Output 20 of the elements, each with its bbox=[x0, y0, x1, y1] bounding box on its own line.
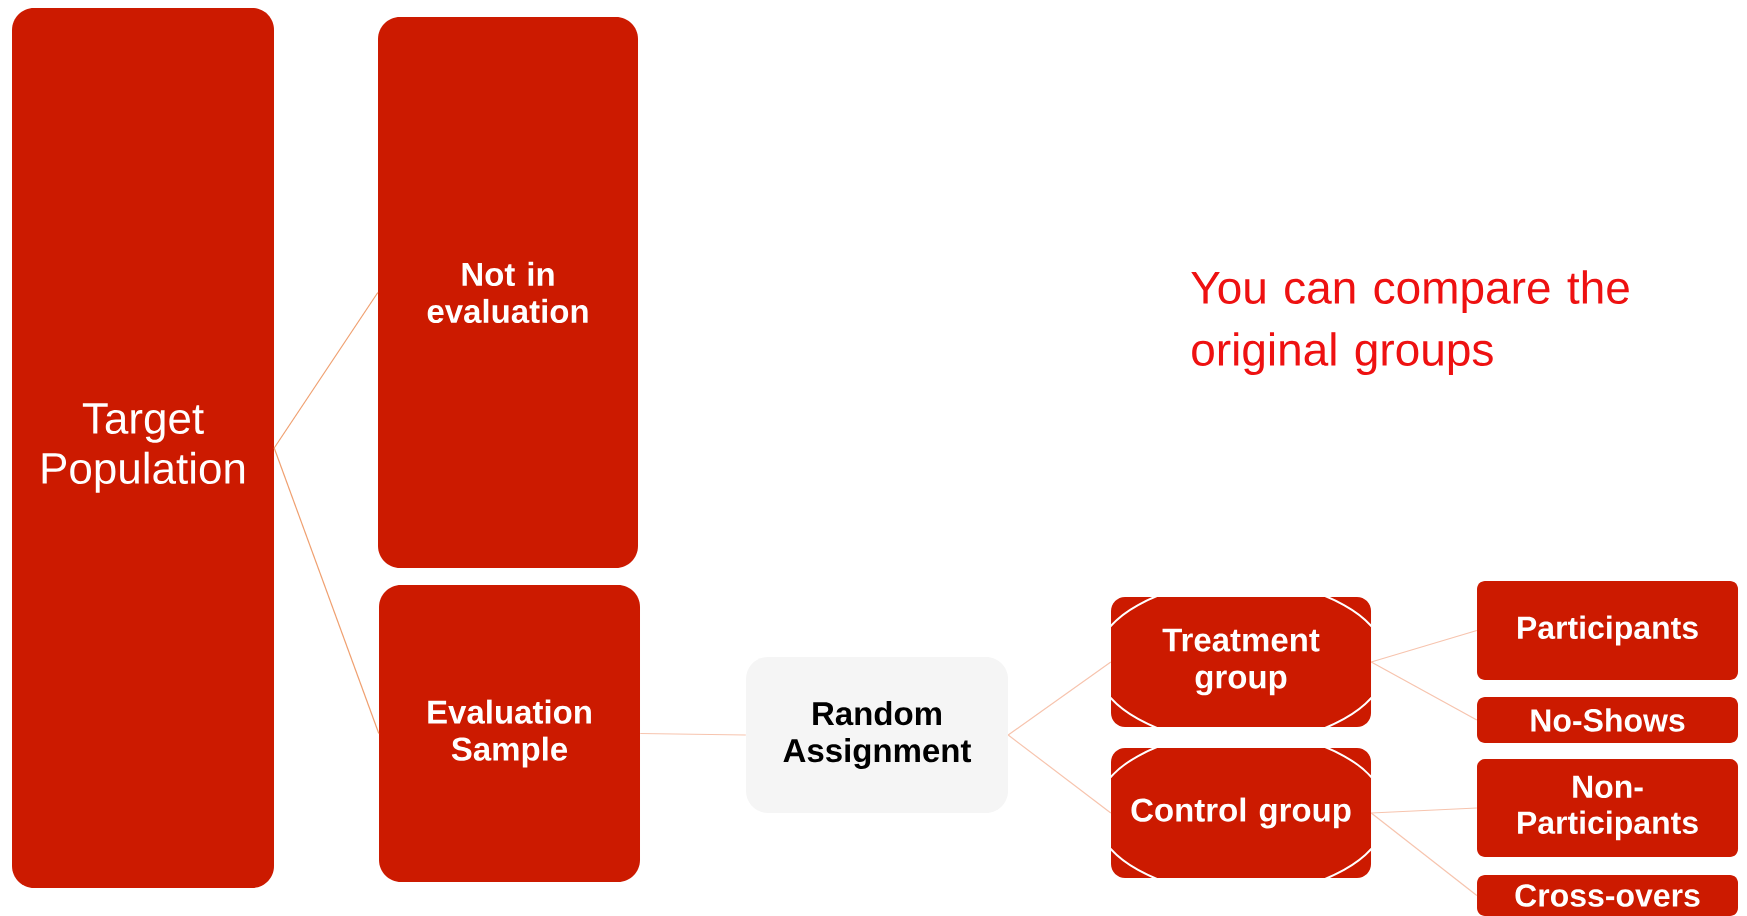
connector-line bbox=[1370, 661, 1478, 721]
process-box: Cross-overs bbox=[1477, 875, 1738, 916]
process-box: Not in evaluation bbox=[378, 17, 638, 568]
process-box: Target Population bbox=[12, 8, 274, 888]
process-box: No-Shows bbox=[1477, 697, 1738, 743]
group-box: Control group bbox=[1111, 748, 1371, 878]
group-box: Treatment group bbox=[1111, 597, 1371, 727]
note-text: You can compare the original groups bbox=[1191, 270, 1629, 376]
process-box: Random Assignment bbox=[746, 657, 1008, 813]
connector-line bbox=[1370, 807, 1478, 814]
connector-line bbox=[1007, 661, 1112, 736]
process-box: Participants bbox=[1477, 581, 1738, 680]
process-box: Evaluation Sample bbox=[379, 585, 640, 882]
connector-line bbox=[1007, 734, 1112, 814]
connector-line bbox=[639, 732, 747, 736]
connector-line bbox=[273, 291, 379, 449]
connector-line bbox=[1370, 629, 1478, 663]
connector-line bbox=[1370, 812, 1478, 897]
connector-line bbox=[273, 447, 380, 735]
process-box: Non-Participants bbox=[1477, 759, 1738, 857]
